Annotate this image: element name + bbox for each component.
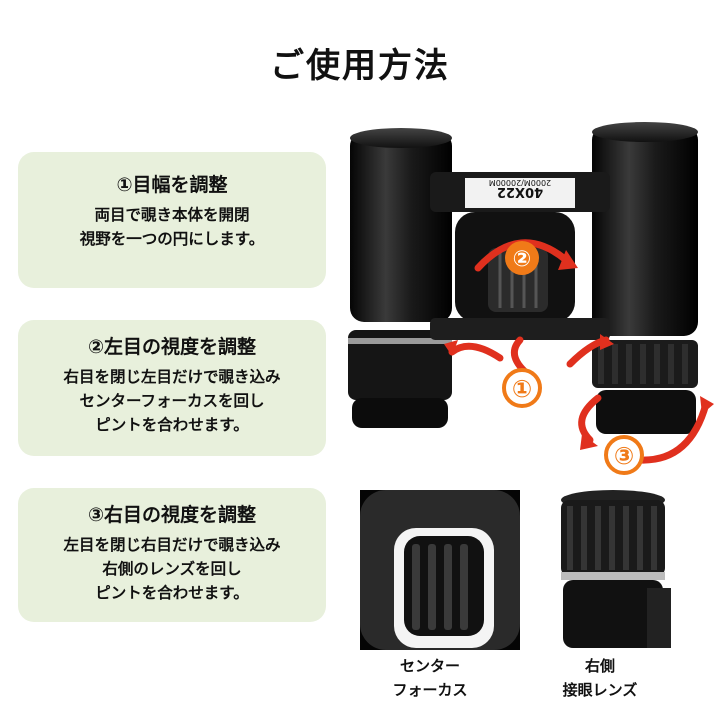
step-text: 右目を閉じ左目だけで覗き込み センターフォーカスを回し ピントを合わせます。 <box>18 365 326 437</box>
step-line: ピントを合わせます。 <box>95 416 249 434</box>
marker-2-label: ② <box>513 247 532 272</box>
step-text: 左目を閉じ右目だけで覗き込み 右側のレンズを回し ピントを合わせます。 <box>18 533 326 605</box>
marker-3: ③ <box>604 435 644 475</box>
step-line: 右側のレンズを回し <box>102 560 242 578</box>
left-barrel <box>348 128 452 428</box>
step-line: 左目を閉じ右目だけで覗き込み <box>63 536 281 554</box>
marker-2: ② <box>505 241 539 275</box>
caption-line: フォーカス <box>392 681 468 699</box>
step-line: 右目を閉じ左目だけで覗き込み <box>63 368 281 386</box>
range-label: 2000M/20000M <box>489 178 551 187</box>
caption-line: センター <box>399 657 460 675</box>
caption-line: 右側 <box>584 657 615 675</box>
center-focus-closeup <box>360 490 520 650</box>
step-card-2: ②左目の視度を調整 右目を閉じ左目だけで覗き込み センターフォーカスを回し ピン… <box>18 320 326 456</box>
step-line: 視野を一つの円にします。 <box>79 230 265 248</box>
step-card-3: ③右目の視度を調整 左目を閉じ右目だけで覗き込み 右側のレンズを回し ピントを合… <box>18 488 326 622</box>
step-text: 両目で覗き本体を開閉 視野を一つの円にします。 <box>18 203 326 251</box>
model-label: 40X22 <box>497 184 543 199</box>
page-title: ご使用方法 <box>270 46 450 86</box>
step-heading: ②左目の視度を調整 <box>87 336 257 358</box>
arrow-heads <box>444 250 714 450</box>
right-eyepiece-caption: 右側 接眼レンズ <box>540 654 660 702</box>
marker-1-label: ① <box>512 375 532 403</box>
caption-line: 接眼レンズ <box>562 681 638 699</box>
marker-3-label: ③ <box>614 442 634 470</box>
step-line: センターフォーカスを回し <box>79 392 265 410</box>
center-focus-caption: センター フォーカス <box>370 654 490 702</box>
marker-1: ① <box>502 368 542 408</box>
step-heading: ①目幅を調整 <box>116 174 228 196</box>
step-line: ピントを合わせます。 <box>95 584 249 602</box>
right-barrel <box>592 122 698 434</box>
step-heading: ③右目の視度を調整 <box>87 504 257 526</box>
right-eyepiece-closeup <box>535 488 695 648</box>
step-card-1: ①目幅を調整 両目で覗き本体を開閉 視野を一つの円にします。 <box>18 152 326 288</box>
step-line: 両目で覗き本体を開閉 <box>94 206 250 224</box>
